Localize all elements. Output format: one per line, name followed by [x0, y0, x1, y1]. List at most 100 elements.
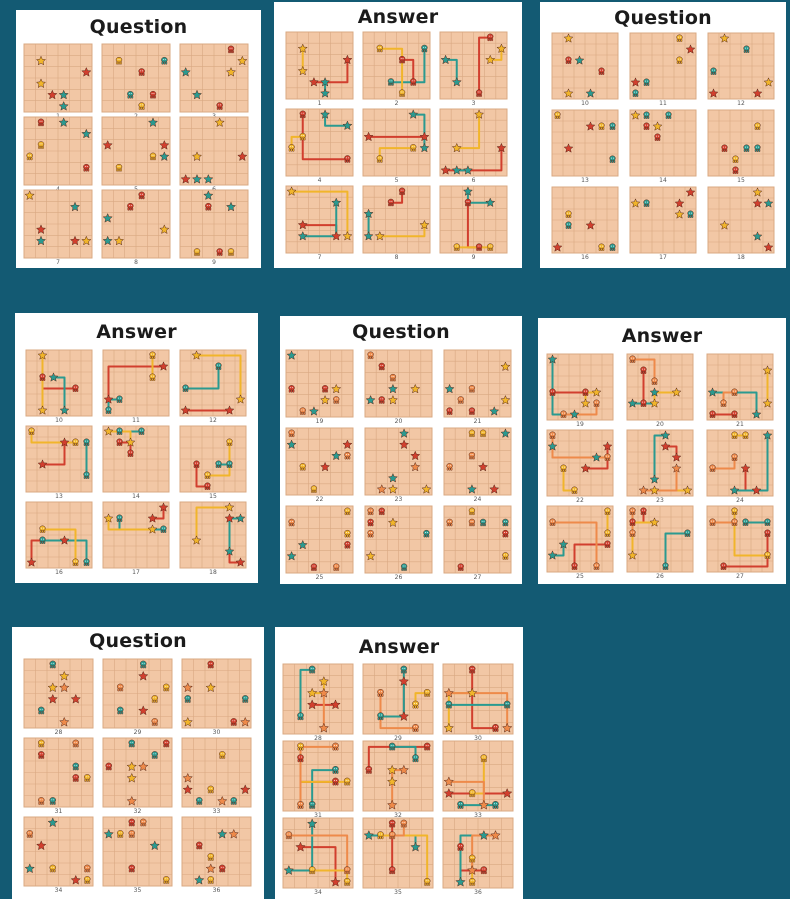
star-piece-icon [47, 693, 58, 704]
puzzle-board: 17 [629, 186, 697, 263]
octopus-piece-icon [117, 683, 124, 692]
star-piece-icon [69, 201, 81, 212]
sheet-title: Question [614, 7, 712, 29]
board-grid [101, 116, 171, 186]
puzzle-board: 35 [362, 817, 434, 898]
octopus-piece-icon [343, 866, 351, 875]
puzzle-board: 33 [442, 740, 514, 821]
star-piece-icon [763, 198, 774, 208]
octopus-piece-icon [398, 55, 406, 64]
star-piece-icon [59, 716, 70, 727]
star-piece-icon [660, 430, 671, 440]
connection-path [664, 532, 689, 568]
star-piece-icon [674, 198, 685, 208]
octopus-piece-icon [128, 864, 135, 873]
puzzle-board: 32 [102, 737, 173, 817]
board-grid [362, 108, 431, 177]
puzzle-number: 12 [209, 417, 217, 424]
star-piece-icon [477, 461, 489, 472]
octopus-piece-icon [412, 700, 419, 709]
octopus-piece-icon [731, 431, 738, 439]
octopus-piece-icon [83, 438, 90, 446]
sheet-title: Answer [358, 636, 440, 658]
octopus-piece-icon [565, 56, 572, 64]
octopus-piece-icon [604, 453, 611, 461]
star-piece-icon [649, 517, 660, 527]
octopus-piece-icon [207, 660, 214, 669]
puzzle-board: 12 [179, 349, 247, 426]
octopus-piece-icon [398, 187, 406, 196]
star-piece-icon [500, 428, 511, 438]
connection-path [447, 692, 509, 730]
star-piece-icon [308, 76, 320, 87]
puzzle-number: 27 [473, 574, 482, 581]
star-piece-icon [410, 383, 421, 394]
star-piece-icon [147, 524, 158, 534]
puzzle-board: 14 [102, 425, 170, 502]
star-piece-icon [398, 428, 410, 438]
board-grid [546, 353, 614, 421]
star-piece-icon [547, 550, 558, 560]
star-piece-icon [386, 776, 398, 787]
star-piece-icon [763, 77, 774, 87]
star-piece-icon [660, 441, 671, 451]
star-piece-icon [398, 764, 410, 775]
octopus-piece-icon [604, 507, 611, 515]
octopus-piece-icon [83, 471, 90, 479]
star-piece-icon [138, 670, 149, 681]
board-grid [285, 31, 354, 100]
octopus-piece-icon [376, 155, 383, 163]
octopus-piece-icon [492, 800, 499, 809]
octopus-piece-icon [446, 518, 453, 527]
puzzle-board: 31 [23, 737, 94, 817]
board-grid [707, 109, 775, 177]
star-piece-icon [363, 230, 374, 241]
star-piece-icon [295, 841, 306, 852]
star-piece-icon [58, 100, 69, 111]
star-piece-icon [466, 864, 478, 875]
octopus-piece-icon [84, 864, 91, 873]
octopus-piece-icon [308, 665, 316, 674]
puzzle-number: 20 [394, 418, 403, 425]
star-piece-icon [419, 131, 430, 142]
puzzle-number: 17 [659, 254, 667, 261]
star-piece-icon [24, 190, 35, 201]
star-piece-icon [235, 394, 246, 404]
puzzle-number: 23 [394, 496, 403, 503]
octopus-piece-icon [502, 552, 509, 560]
puzzle-number: 27 [736, 573, 744, 580]
star-piece-icon [26, 557, 37, 567]
octopus-piece-icon [149, 351, 156, 359]
star-piece-icon [376, 484, 387, 494]
octopus-piece-icon [480, 754, 488, 763]
board-grid [23, 816, 94, 887]
star-piece-icon [228, 828, 239, 839]
star-piece-icon [496, 142, 507, 153]
star-piece-icon [649, 398, 660, 408]
star-piece-icon [462, 186, 474, 196]
octopus-piece-icon [38, 797, 45, 805]
octopus-piece-icon [365, 765, 373, 774]
octopus-piece-icon [457, 396, 464, 404]
star-piece-icon [182, 716, 193, 727]
star-piece-icon [365, 394, 376, 405]
octopus-piece-icon [184, 695, 191, 703]
puzzle-board: 26 [626, 505, 694, 582]
octopus-piece-icon [593, 399, 600, 407]
octopus-piece-icon [216, 248, 223, 256]
board-grid [181, 658, 252, 729]
puzzle-number: 19 [315, 418, 324, 425]
octopus-piece-icon [764, 551, 771, 559]
star-piece-icon [125, 437, 136, 447]
star-piece-icon [419, 142, 430, 153]
board-grid [439, 31, 508, 100]
board-grid [442, 740, 514, 812]
octopus-piece-icon [128, 818, 135, 827]
octopus-piece-icon [26, 152, 33, 161]
octopus-piece-icon [640, 399, 647, 407]
octopus-piece-icon [640, 366, 647, 374]
star-piece-icon [443, 787, 455, 798]
octopus-piece-icon [38, 751, 45, 759]
